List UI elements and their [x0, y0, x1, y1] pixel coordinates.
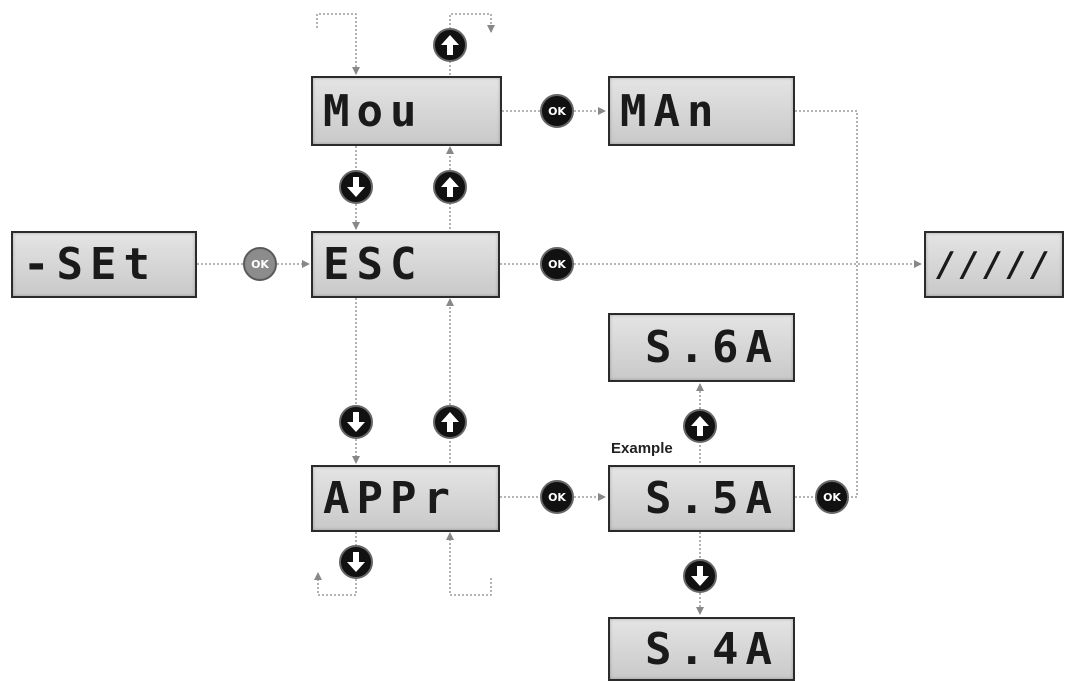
display-esc: ESC [311, 231, 500, 298]
up-arrow-button-esc[interactable] [433, 405, 467, 439]
down-arrow-icon [691, 566, 709, 586]
down-arrow-button-s5a[interactable] [683, 559, 717, 593]
ok-button-esc[interactable]: OK [540, 247, 574, 281]
up-arrow-icon [441, 177, 459, 197]
example-label: Example [611, 440, 673, 457]
display-man: MAn [608, 76, 795, 146]
down-arrow-button-mou[interactable] [339, 170, 373, 204]
up-arrow-button-mou[interactable] [433, 170, 467, 204]
display-appr: APPr [311, 465, 500, 532]
up-arrow-icon [441, 412, 459, 432]
down-arrow-button-esc[interactable] [339, 405, 373, 439]
down-arrow-icon [347, 177, 365, 197]
display-set: -SEt [11, 231, 197, 298]
down-arrow-icon [347, 412, 365, 432]
display-dashes: ///// [924, 231, 1064, 298]
display-s4a: S.4A [608, 617, 795, 681]
display-mou: Mou [311, 76, 502, 146]
down-arrow-button-appr[interactable] [339, 545, 373, 579]
ok-button-s5a[interactable]: OK [815, 480, 849, 514]
up-arrow-button-top[interactable] [433, 28, 467, 62]
up-arrow-button-s5a[interactable] [683, 409, 717, 443]
up-arrow-icon [441, 35, 459, 55]
up-arrow-icon [691, 416, 709, 436]
ok-button-appr[interactable]: OK [540, 480, 574, 514]
ok-button-set[interactable]: OK [243, 247, 277, 281]
ok-button-mou[interactable]: OK [540, 94, 574, 128]
display-s6a: S.6A [608, 313, 795, 382]
down-arrow-icon [347, 552, 365, 572]
display-s5a: S.5A [608, 465, 795, 532]
